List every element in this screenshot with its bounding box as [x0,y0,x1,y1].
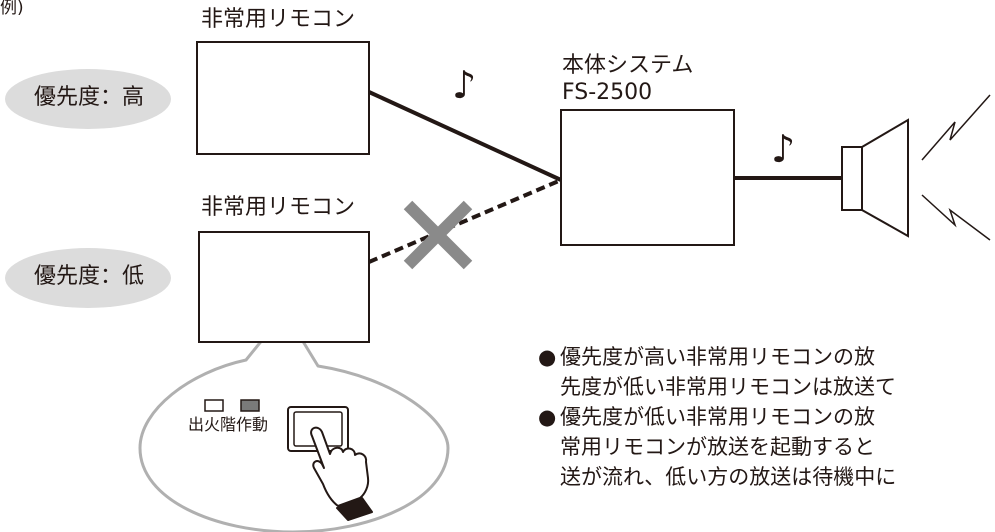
sound-wave-icon [921,94,991,241]
bullet-icon: ● [538,345,557,369]
main-system-model: FS-2500 [562,80,653,105]
note-line: 優先度が低い非常用リモコンの放 [560,405,875,429]
fire-floor-lamp-icon [204,399,224,412]
main-system-name: 本体システム [562,53,694,78]
priority-high-text: 優先度：高 [34,85,145,110]
remote-low-box [198,231,370,343]
note-line: 先度が低い非常用リモコンは放送て [560,375,896,399]
priority-high-badge [5,69,171,129]
main-system-box [560,109,735,246]
blocked-cross-icon [403,200,473,270]
hand-pointer-icon [310,426,373,521]
speaker-icon [841,118,909,238]
note-line: 送が流れ、低い方の放送は待機中に [560,465,897,489]
remote-low-label: 非常用リモコン [201,195,356,220]
active-lamp-icon [240,399,260,412]
note-line: 常用リモコンが放送を起動すると [560,435,875,459]
priority-low-text: 優先度：低 [34,264,145,289]
music-note-icon: ♪ [771,127,796,171]
remote-high-label: 非常用リモコン [201,7,356,32]
note-item: ●優先度が低い非常用リモコンの放 常用リモコンが放送を起動すると 送が流れ、低い… [538,402,896,492]
note-item: ●優先度が高い非常用リモコンの放 先度が低い非常用リモコンは放送て [538,342,896,402]
connection-high [368,90,562,182]
active-label: 作動 [236,415,269,434]
corner-label: 例) [0,0,24,18]
remote-high-box [196,41,370,155]
bullet-icon: ● [538,405,557,429]
priority-low-badge [5,248,171,308]
fire-floor-label: 出火階 [188,415,237,434]
music-note-icon: ♪ [452,63,477,107]
note-line: 優先度が高い非常用リモコンの放 [560,345,875,369]
connection-low [368,178,562,264]
